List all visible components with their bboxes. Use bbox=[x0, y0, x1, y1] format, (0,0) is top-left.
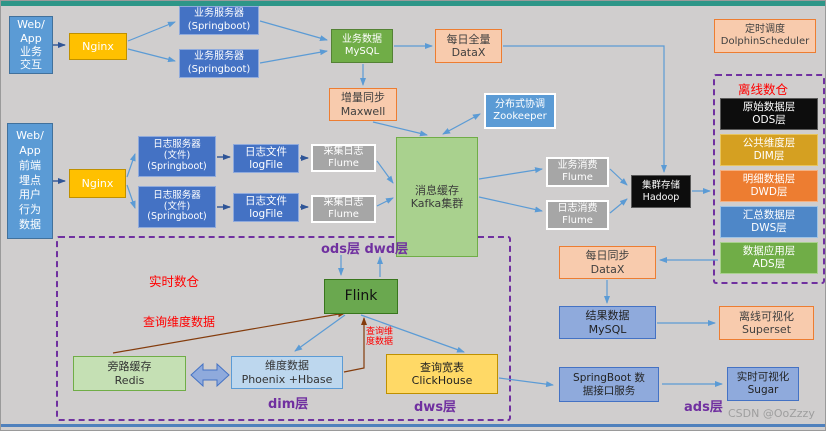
realtime-warehouse-frame bbox=[56, 236, 511, 421]
ods-dwd-layer-label: ods层 dwd层 bbox=[321, 242, 409, 257]
node-business-server-1: 业务服务器(Springboot) bbox=[179, 6, 259, 35]
node-flink: Flink bbox=[324, 279, 398, 314]
dws-layer-label: dws层 bbox=[414, 400, 457, 415]
realtime-dw-label: 实时数仓 bbox=[149, 274, 200, 289]
offline-warehouse-frame bbox=[713, 74, 825, 284]
query-dimension-small-annotation: 查询维度数据 bbox=[366, 327, 394, 348]
bottom-blue-bar bbox=[1, 424, 825, 427]
dim-layer-label: dim层 bbox=[268, 397, 309, 412]
csdn-watermark: CSDN @OoZzzy bbox=[728, 407, 815, 420]
node-nginx-business: Nginx bbox=[69, 33, 127, 60]
node-nginx-log: Nginx bbox=[69, 169, 126, 198]
node-business-server-2: 业务服务器(Springboot) bbox=[179, 49, 259, 78]
query-dimension-annotation: 查询维度数据 bbox=[143, 315, 216, 329]
node-springboot-api: SpringBoot 数据接口服务 bbox=[559, 367, 659, 402]
top-teal-bar bbox=[1, 1, 825, 6]
node-log-server-2: 日志服务器(文件)(Springboot) bbox=[138, 186, 216, 228]
offline-dw-label: 离线数仓 bbox=[738, 82, 789, 97]
node-log-server-1: 日志服务器(文件)(Springboot) bbox=[138, 136, 216, 177]
ads-layer-label: ads层 bbox=[684, 400, 723, 415]
